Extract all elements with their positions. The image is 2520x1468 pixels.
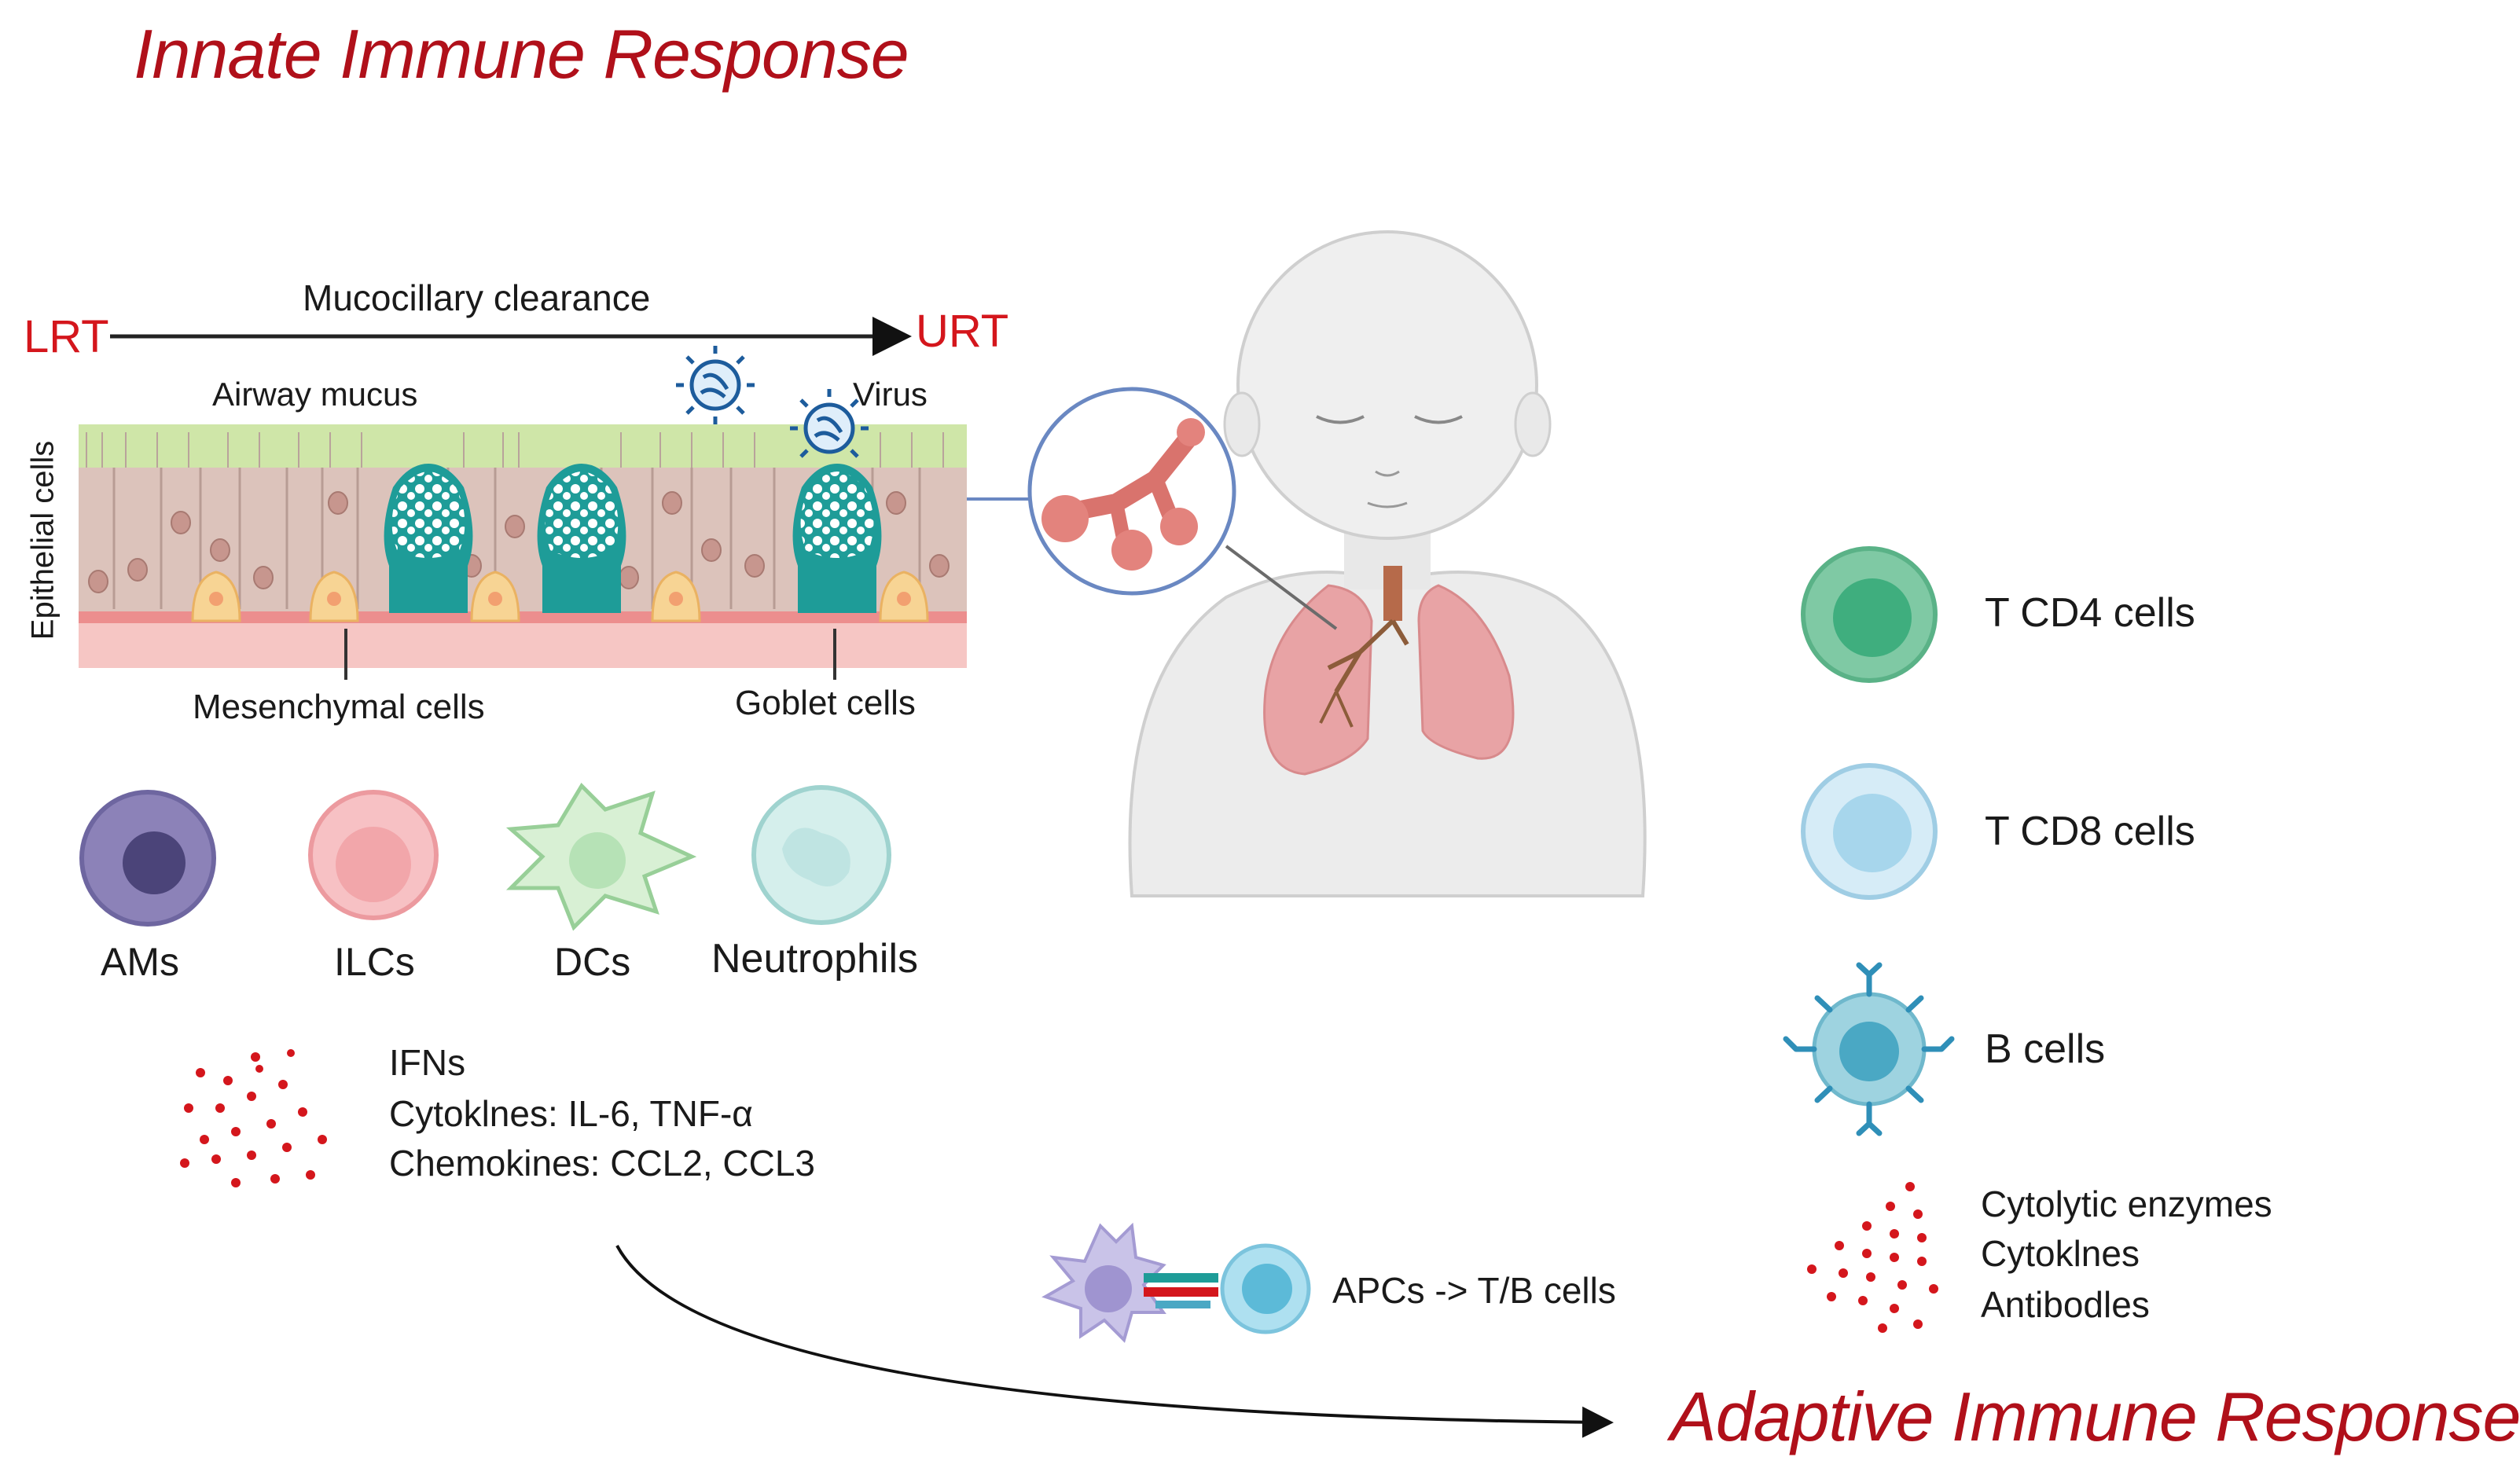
dc-label: DCs (554, 940, 631, 984)
mediator-cytokines: Cytoklnes: IL-6, TNF-α (389, 1093, 753, 1134)
am-cell-icon (79, 790, 216, 927)
tcd4-label: T CD4 cells (1985, 590, 2195, 636)
ilc-label: ILCs (334, 940, 415, 984)
mediator-ifns: IFNs (389, 1042, 466, 1083)
tcd8-cell-icon (1801, 763, 1938, 900)
b-cell-icon (1783, 962, 1955, 1136)
lrt-label: LRT (24, 311, 109, 362)
epithelial-cells-label: Epithelial cells (25, 440, 61, 640)
mesenchymal-cells-label: Mesenchymal cells (193, 688, 485, 726)
virus-icon (676, 346, 755, 424)
adaptive-mediator-cytokines: Cytoklnes (1981, 1233, 2140, 1274)
adaptive-mediator-enzymes: Cytolytic enzymes (1981, 1184, 2272, 1224)
adaptive-mediator-dots (1807, 1182, 1938, 1333)
epithelium-illustration (79, 424, 967, 680)
neutrophil-cell-icon (751, 785, 891, 925)
virus-label: Virus (853, 376, 928, 413)
ilc-cell-icon (308, 790, 439, 920)
goblet-cells-label: Goblet cells (735, 684, 916, 722)
neutrophil-label: Neutrophils (711, 936, 919, 982)
mucociliary-label: Mucocillary clearance (303, 277, 651, 318)
dc-cell-icon (505, 782, 697, 931)
adaptive-title: Adaptive Immune Response (1670, 1378, 2520, 1455)
tcd8-label: T CD8 cells (1985, 809, 2195, 854)
am-label: AMs (101, 940, 179, 984)
urt-label: URT (916, 306, 1009, 357)
innate-title: Innate Immune Response (134, 15, 909, 93)
apc-label: APCs -> T/B cells (1332, 1270, 1616, 1311)
bronchi-magnifier (1027, 387, 1236, 596)
transition-arrow (615, 1245, 1614, 1438)
virus-icon (790, 389, 869, 458)
mediator-chemokines: Chemokines: CCL2, CCL3 (389, 1143, 816, 1184)
infant-illustration (1128, 230, 1647, 897)
tcd4-cell-icon (1801, 546, 1938, 683)
b-cells-label: B cells (1985, 1026, 2106, 1072)
innate-mediator-dots (180, 1049, 327, 1187)
airway-mucus-label: Airway mucus (212, 376, 418, 413)
adaptive-mediator-antibodies: Antibodles (1981, 1284, 2150, 1325)
apc-synapse-icon (1041, 1222, 1311, 1343)
goblet-cells (384, 464, 882, 613)
